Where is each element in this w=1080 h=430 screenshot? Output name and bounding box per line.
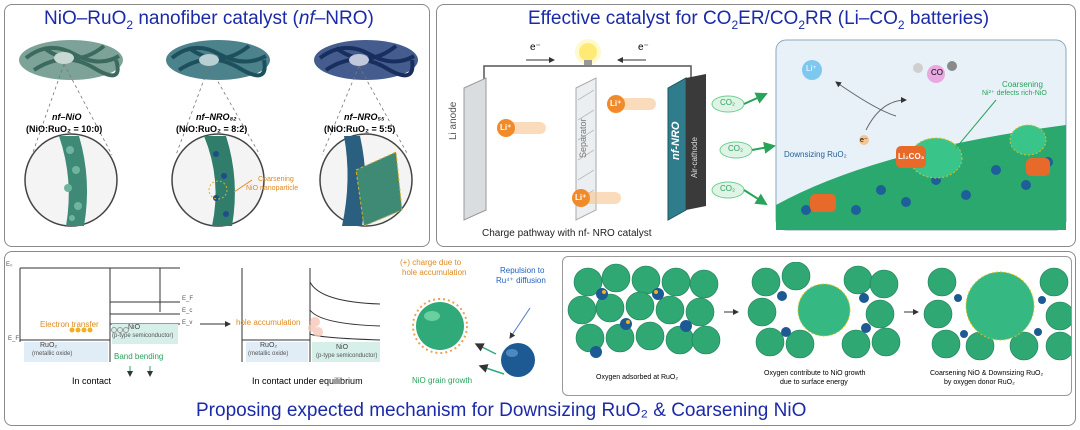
ruo2-right-label: RuO₂ <box>260 342 278 349</box>
coarsening-nio-label-2: NiO nanoparticle <box>246 185 299 192</box>
panel-a-title: NiO–RuO2 nanofiber catalyst (nf–NRO) <box>44 8 374 32</box>
nf-nro-label: nf-NRO <box>670 121 682 161</box>
nanofiber-mat-nro55 <box>314 40 418 80</box>
stage-1-grains <box>567 263 721 358</box>
stage-2-caption-line-1: Oxygen contribute to NiO growth <box>764 370 866 377</box>
downsizing-ruo2-label: Downsizing RuO₂ <box>784 150 847 159</box>
stage-3-caption-line-2: by oxygen donor RuO₂ <box>944 379 1015 386</box>
lightbulb-icon <box>575 39 601 65</box>
in-contact-equilibrium-caption: In contact under equilibrium <box>252 376 363 386</box>
co2-label-2: CO₂ <box>728 144 744 153</box>
band-ef-label: E_F <box>8 336 20 342</box>
band-bending-label: Band bending <box>114 352 164 361</box>
sample-name-nio: nf–NiO <box>52 112 82 122</box>
stage-2-grains <box>747 262 901 359</box>
stage-1-caption: Oxygen adsorbed at RuO₂ <box>596 374 679 381</box>
band-ev-label: E_v <box>182 320 193 326</box>
stage-2-caption-line-2: due to surface energy <box>780 379 848 386</box>
battery-schematic <box>463 39 1067 231</box>
repulsion-label-1: Repulsion to <box>500 266 545 275</box>
band-ef-right-label: E_F <box>182 296 194 302</box>
nio-grain-illustration <box>412 298 535 377</box>
nanofiber-mat-nio <box>19 40 123 80</box>
electron-left-label: e⁻ <box>530 42 541 53</box>
electron-transfer-label: Electron transfer <box>40 320 99 329</box>
li-ion-zoom-label: Li⁺ <box>806 64 817 73</box>
li-ions <box>497 95 656 207</box>
separator-label: Separator <box>578 118 588 158</box>
nio-right-sub: (p-type semiconductor) <box>316 353 378 359</box>
air-cathode-label: Air-cathode <box>690 137 699 178</box>
sample-ratio-nro82: (NiO:RuO₂ = 8:2) <box>176 124 248 134</box>
hole-accumulation-label: hole accumulation <box>236 318 301 327</box>
zoom-circle-nio <box>24 133 118 227</box>
nio-grain-growth-label: NiO grain growth <box>412 376 473 385</box>
in-contact-caption: In contact <box>72 376 112 386</box>
panel-b-title: Effective catalyst for CO2ER/CO2RR (Li–C… <box>528 8 990 32</box>
sample-name-nro82: nf–NRO₈₂ <box>196 112 237 122</box>
repulsion-label-2: Ru⁴⁺ diffusion <box>496 276 546 285</box>
coarsening-defects-label-1: Coarsening <box>1002 80 1043 89</box>
stage-3-grains <box>923 267 1071 361</box>
catalyst-surface <box>776 124 1066 230</box>
sample-ratio-nio: (NiO:RuO₂ = 10:0) <box>26 124 103 134</box>
nio-left-label: NiO <box>128 324 141 331</box>
band-diagram-equilibrium <box>241 268 381 362</box>
li-ion-label-1: Li⁺ <box>500 123 512 132</box>
electron-right-label: e⁻ <box>638 42 649 53</box>
ruo2-right-sub: (metallic oxide) <box>248 351 289 357</box>
charge-label-2: hole accumulation <box>402 268 467 277</box>
ruo2-left-label: RuO₂ <box>40 342 58 349</box>
coarsening-nio-label-1: Coarsening <box>258 176 294 183</box>
co-label: CO <box>931 68 943 77</box>
nanofiber-mat-nro82 <box>166 40 270 80</box>
charge-label-1: (+) charge due to <box>400 258 462 267</box>
sample-ratio-nro55: (NiO:RuO₂ = 5:5) <box>324 124 396 134</box>
zoom-circle-nro82 <box>171 133 265 227</box>
sample-name-nro55: nf–NRO₅₅ <box>344 112 385 122</box>
zoom-circle-nro55 <box>319 133 413 227</box>
stage-3-caption-line-1: Coarsening NiO & Downsizing RuO₂ <box>930 370 1044 377</box>
mechanism-footer-title: Proposing expected mechanism for Downsiz… <box>196 400 807 421</box>
charge-pathway-caption: Charge pathway with nf- NRO catalyst <box>482 228 652 239</box>
co2-label-3: CO₂ <box>720 184 736 193</box>
coarsening-defects-label-2: Ni²⁺ defects rich-NiO <box>982 90 1047 97</box>
band-diagrams <box>19 267 535 377</box>
li2co3-label: Li₂CO₃ <box>898 152 925 161</box>
nanofiber-illustrations <box>19 40 418 227</box>
electron-zoom-label: e⁻ <box>860 137 868 144</box>
oxygen-stages <box>567 262 1071 361</box>
li-ion-label-3: Li⁺ <box>575 193 587 202</box>
nio-left-sub: (p-type semiconductor) <box>112 333 174 339</box>
band-ec-label: E_c <box>182 308 193 314</box>
ruo2-left-sub: (metallic oxide) <box>32 351 73 357</box>
co2-label-1: CO₂ <box>720 98 736 107</box>
band-e0-label: E₀ <box>6 262 13 268</box>
li-anode-label: Li anode <box>448 101 459 140</box>
nio-right-label: NiO <box>336 344 349 351</box>
li-ion-label-2: Li⁺ <box>610 99 622 108</box>
